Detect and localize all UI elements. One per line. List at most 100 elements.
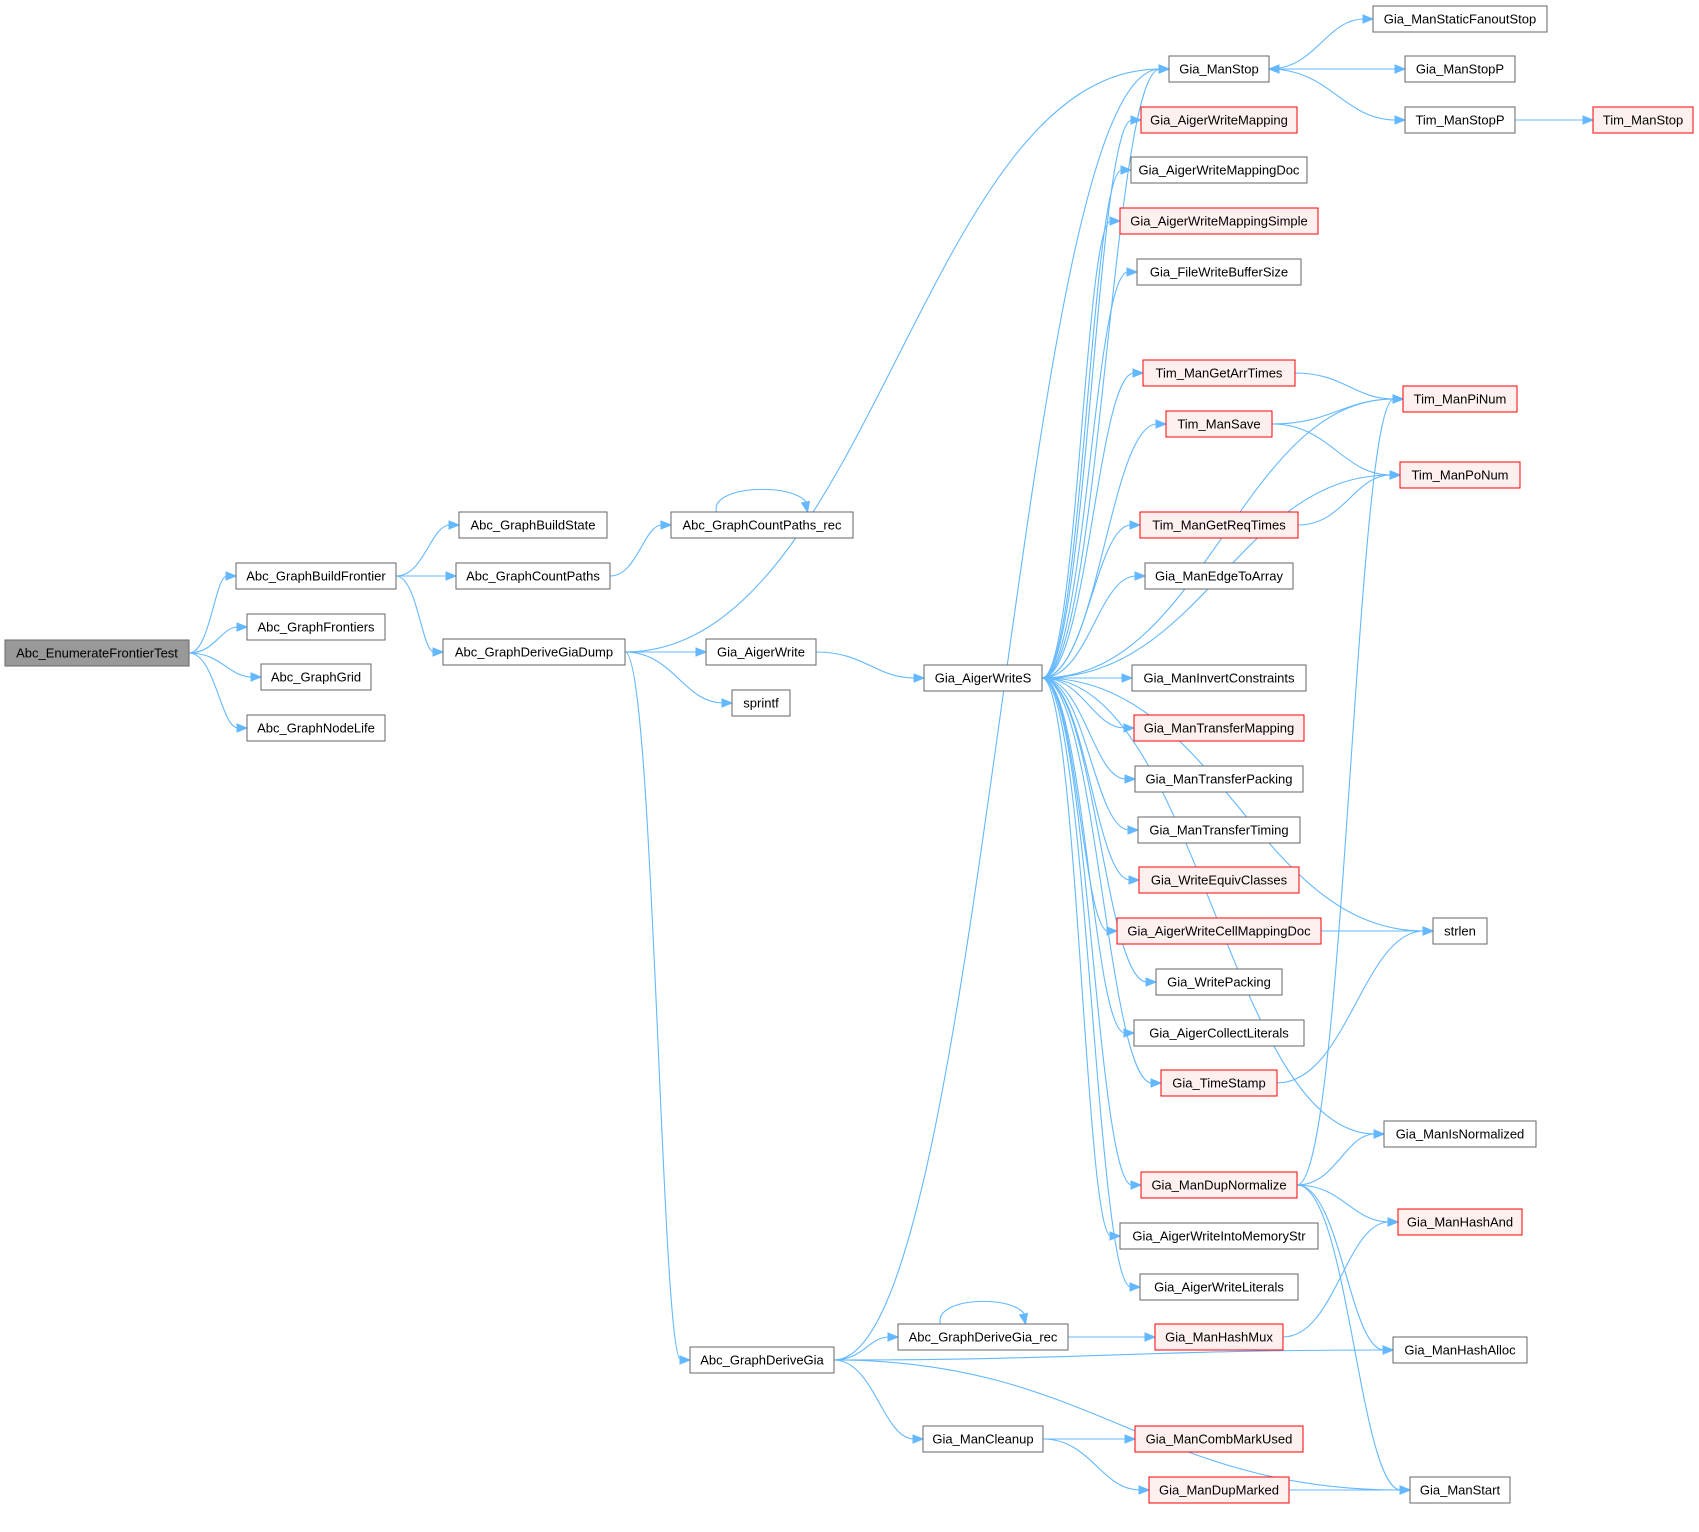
graph-node-gia-timestamp[interactable]: Gia_TimeStamp [1160,1069,1278,1097]
call-edge-arrowhead [1106,926,1119,936]
graph-node-abc-graphderivegia[interactable]: Abc_GraphDeriveGia [689,1346,835,1374]
graph-node-box [455,562,611,590]
graph-node-abc-graphbuildstate[interactable]: Abc_GraphBuildState [458,511,608,539]
graph-node-gia-manstop[interactable]: Gia_ManStop [1168,55,1270,83]
call-edge [395,520,461,577]
call-edge-line [1268,18,1365,70]
graph-node-box [705,638,817,666]
call-edge [1294,372,1405,404]
graph-node-abc-graphfrontiers[interactable]: Abc_GraphFrontiers [246,613,386,641]
call-edge-arrowhead [1394,115,1407,125]
graph-node-label: Tim_ManStop [1603,113,1683,128]
call-edge-arrowhead [1018,1312,1029,1326]
call-edge [1296,394,1405,1186]
call-edge-arrowhead [1362,14,1375,24]
call-edge-line [833,1349,1385,1361]
graph-node-gia-manedgetoarray[interactable]: Gia_ManEdgeToArray [1144,562,1294,590]
graph-node-gia-aigerwritemappingsimple[interactable]: Gia_AigerWriteMappingSimple [1119,207,1319,235]
graph-node-box [1160,1069,1278,1097]
graph-node-gia-maninvertconstraints[interactable]: Gia_ManInvertConstraints [1131,664,1307,692]
graph-node-box [1119,207,1319,235]
graph-node-gia-aigerwrites[interactable]: Gia_AigerWriteS [923,664,1043,692]
call-edge-line [188,575,228,654]
graph-node-box [1165,410,1273,438]
graph-node-gia-aigerwriteintomemorystr[interactable]: Gia_AigerWriteIntoMemoryStr [1119,1222,1319,1250]
call-edge [1276,926,1435,1084]
graph-node-gia-mandupnormalize[interactable]: Gia_ManDupNormalize [1140,1171,1298,1199]
graph-node-label: Tim_ManPoNum [1411,468,1508,483]
call-edge [1041,677,1141,885]
call-edge-line [1041,677,1133,1186]
call-edge-arrowhead [445,571,458,581]
graph-node-box [1140,1171,1298,1199]
graph-node-gia-mancleanup[interactable]: Gia_ManCleanup [922,1425,1044,1453]
graph-node-gia-manhashand[interactable]: Gia_ManHashAnd [1397,1208,1523,1236]
graph-node-abc-graphbuildfrontier[interactable]: Abc_GraphBuildFrontier [235,562,397,590]
graph-node-tim-manstopp[interactable]: Tim_ManStopP [1404,106,1516,134]
call-edge-line [833,68,1161,1361]
graph-node-gia-manhashmux[interactable]: Gia_ManHashMux [1154,1323,1284,1351]
graph-node-box [1139,1273,1299,1301]
graph-node-abc-graphcountpaths[interactable]: Abc_GraphCountPaths [455,562,611,590]
node-layer: Abc_EnumerateFrontierTestAbc_GraphBuildF… [4,5,1694,1504]
graph-node-box [1116,917,1322,945]
graph-node-gia-mantransferpacking[interactable]: Gia_ManTransferPacking [1134,765,1304,793]
graph-node-gia-manstart[interactable]: Gia_ManStart [1409,1476,1511,1504]
graph-node-gia-aigerwrite[interactable]: Gia_AigerWrite [705,638,817,666]
graph-node-gia-mantransfertiming[interactable]: Gia_ManTransferTiming [1137,816,1301,844]
graph-node-tim-manpinum[interactable]: Tim_ManPiNum [1402,385,1518,413]
graph-node-tim-manponum[interactable]: Tim_ManPoNum [1399,461,1521,489]
graph-node-abc-graphnodelife[interactable]: Abc_GraphNodeLife [246,714,386,742]
call-edge-arrowhead [1121,673,1134,683]
graph-node-gia-filewritebuffersize[interactable]: Gia_FileWriteBufferSize [1136,258,1302,286]
graph-node-label: Gia_ManCombMarkUsed [1146,1432,1293,1447]
graph-node-label: Tim_ManGetReqTimes [1152,518,1286,533]
call-edge-line [1296,1184,1385,1351]
graph-node-tim-manstop[interactable]: Tim_ManStop [1592,106,1694,134]
graph-node-gia-aigerwriteliterals[interactable]: Gia_AigerWriteLiterals [1139,1273,1299,1301]
call-edge-arrowhead [448,520,461,530]
graph-node-abc-graphderivegia-rec[interactable]: Abc_GraphDeriveGia_rec [897,1323,1069,1351]
graph-node-sprintf[interactable]: sprintf [731,689,791,717]
graph-node-gia-manstaticfanoutstop[interactable]: Gia_ManStaticFanoutStop [1372,5,1548,33]
graph-node-abc-graphgrid[interactable]: Abc_GraphGrid [260,663,372,691]
graph-node-gia-manisnormalized[interactable]: Gia_ManIsNormalized [1383,1120,1537,1148]
graph-node-label: Gia_AigerWriteMappingSimple [1130,214,1308,229]
graph-node-tim-mangetarrtimes[interactable]: Tim_ManGetArrTimes [1142,359,1296,387]
call-edge-line [1282,1221,1390,1338]
graph-node-box [1168,55,1270,83]
graph-node-gia-mancombmarkused[interactable]: Gia_ManCombMarkUsed [1134,1425,1304,1453]
call-edge-line [815,651,916,679]
graph-node-gia-aigerwritemappingdoc[interactable]: Gia_AigerWriteMappingDoc [1130,156,1308,184]
graph-node-gia-mantransfermapping[interactable]: Gia_ManTransferMapping [1133,714,1305,742]
graph-node-gia-mandupmarked[interactable]: Gia_ManDupMarked [1148,1476,1290,1504]
graph-node-gia-aigercollectliterals[interactable]: Gia_AigerCollectLiterals [1133,1019,1305,1047]
call-edge-arrowhead [1129,520,1142,530]
graph-node-tim-mansave[interactable]: Tim_ManSave [1165,410,1273,438]
graph-node-gia-aigerwritemapping[interactable]: Gia_AigerWriteMapping [1140,106,1298,134]
call-edge [833,1359,925,1444]
graph-node-tim-mangetreqtimes[interactable]: Tim_ManGetReqTimes [1139,511,1299,539]
call-edge-line [188,652,253,678]
graph-node-gia-manhashalloc[interactable]: Gia_ManHashAlloc [1392,1336,1528,1364]
graph-node-abc-graphcountpaths-rec[interactable]: Abc_GraphCountPaths_rec [670,511,854,539]
call-edge-arrowhead [679,1355,692,1365]
call-edge-arrowhead [1392,394,1405,404]
graph-node-gia-writeequivclasses[interactable]: Gia_WriteEquivClasses [1138,866,1300,894]
graph-node-box [1137,816,1301,844]
graph-node-gia-aigerwritecellmappingdoc[interactable]: Gia_AigerWriteCellMappingDoc [1116,917,1322,945]
graph-node-box [1397,1208,1523,1236]
graph-node-gia-writepacking[interactable]: Gia_WritePacking [1155,968,1283,996]
call-edge [396,571,458,581]
call-edge [1041,571,1147,679]
graph-node-strlen[interactable]: strlen [1432,917,1488,945]
graph-node-label: Gia_ManCleanup [932,1432,1033,1447]
call-edge-line [1041,677,1112,1237]
graph-node-gia-manstopp[interactable]: Gia_ManStopP [1404,55,1516,83]
call-edge-line [833,1359,1402,1491]
call-edge-arrowhead [1399,1485,1412,1495]
graph-node-abc-graphderivegiadump[interactable]: Abc_GraphDeriveGiaDump [442,638,626,666]
call-edge-arrowhead [236,622,249,632]
call-edge-arrowhead [1130,115,1143,125]
